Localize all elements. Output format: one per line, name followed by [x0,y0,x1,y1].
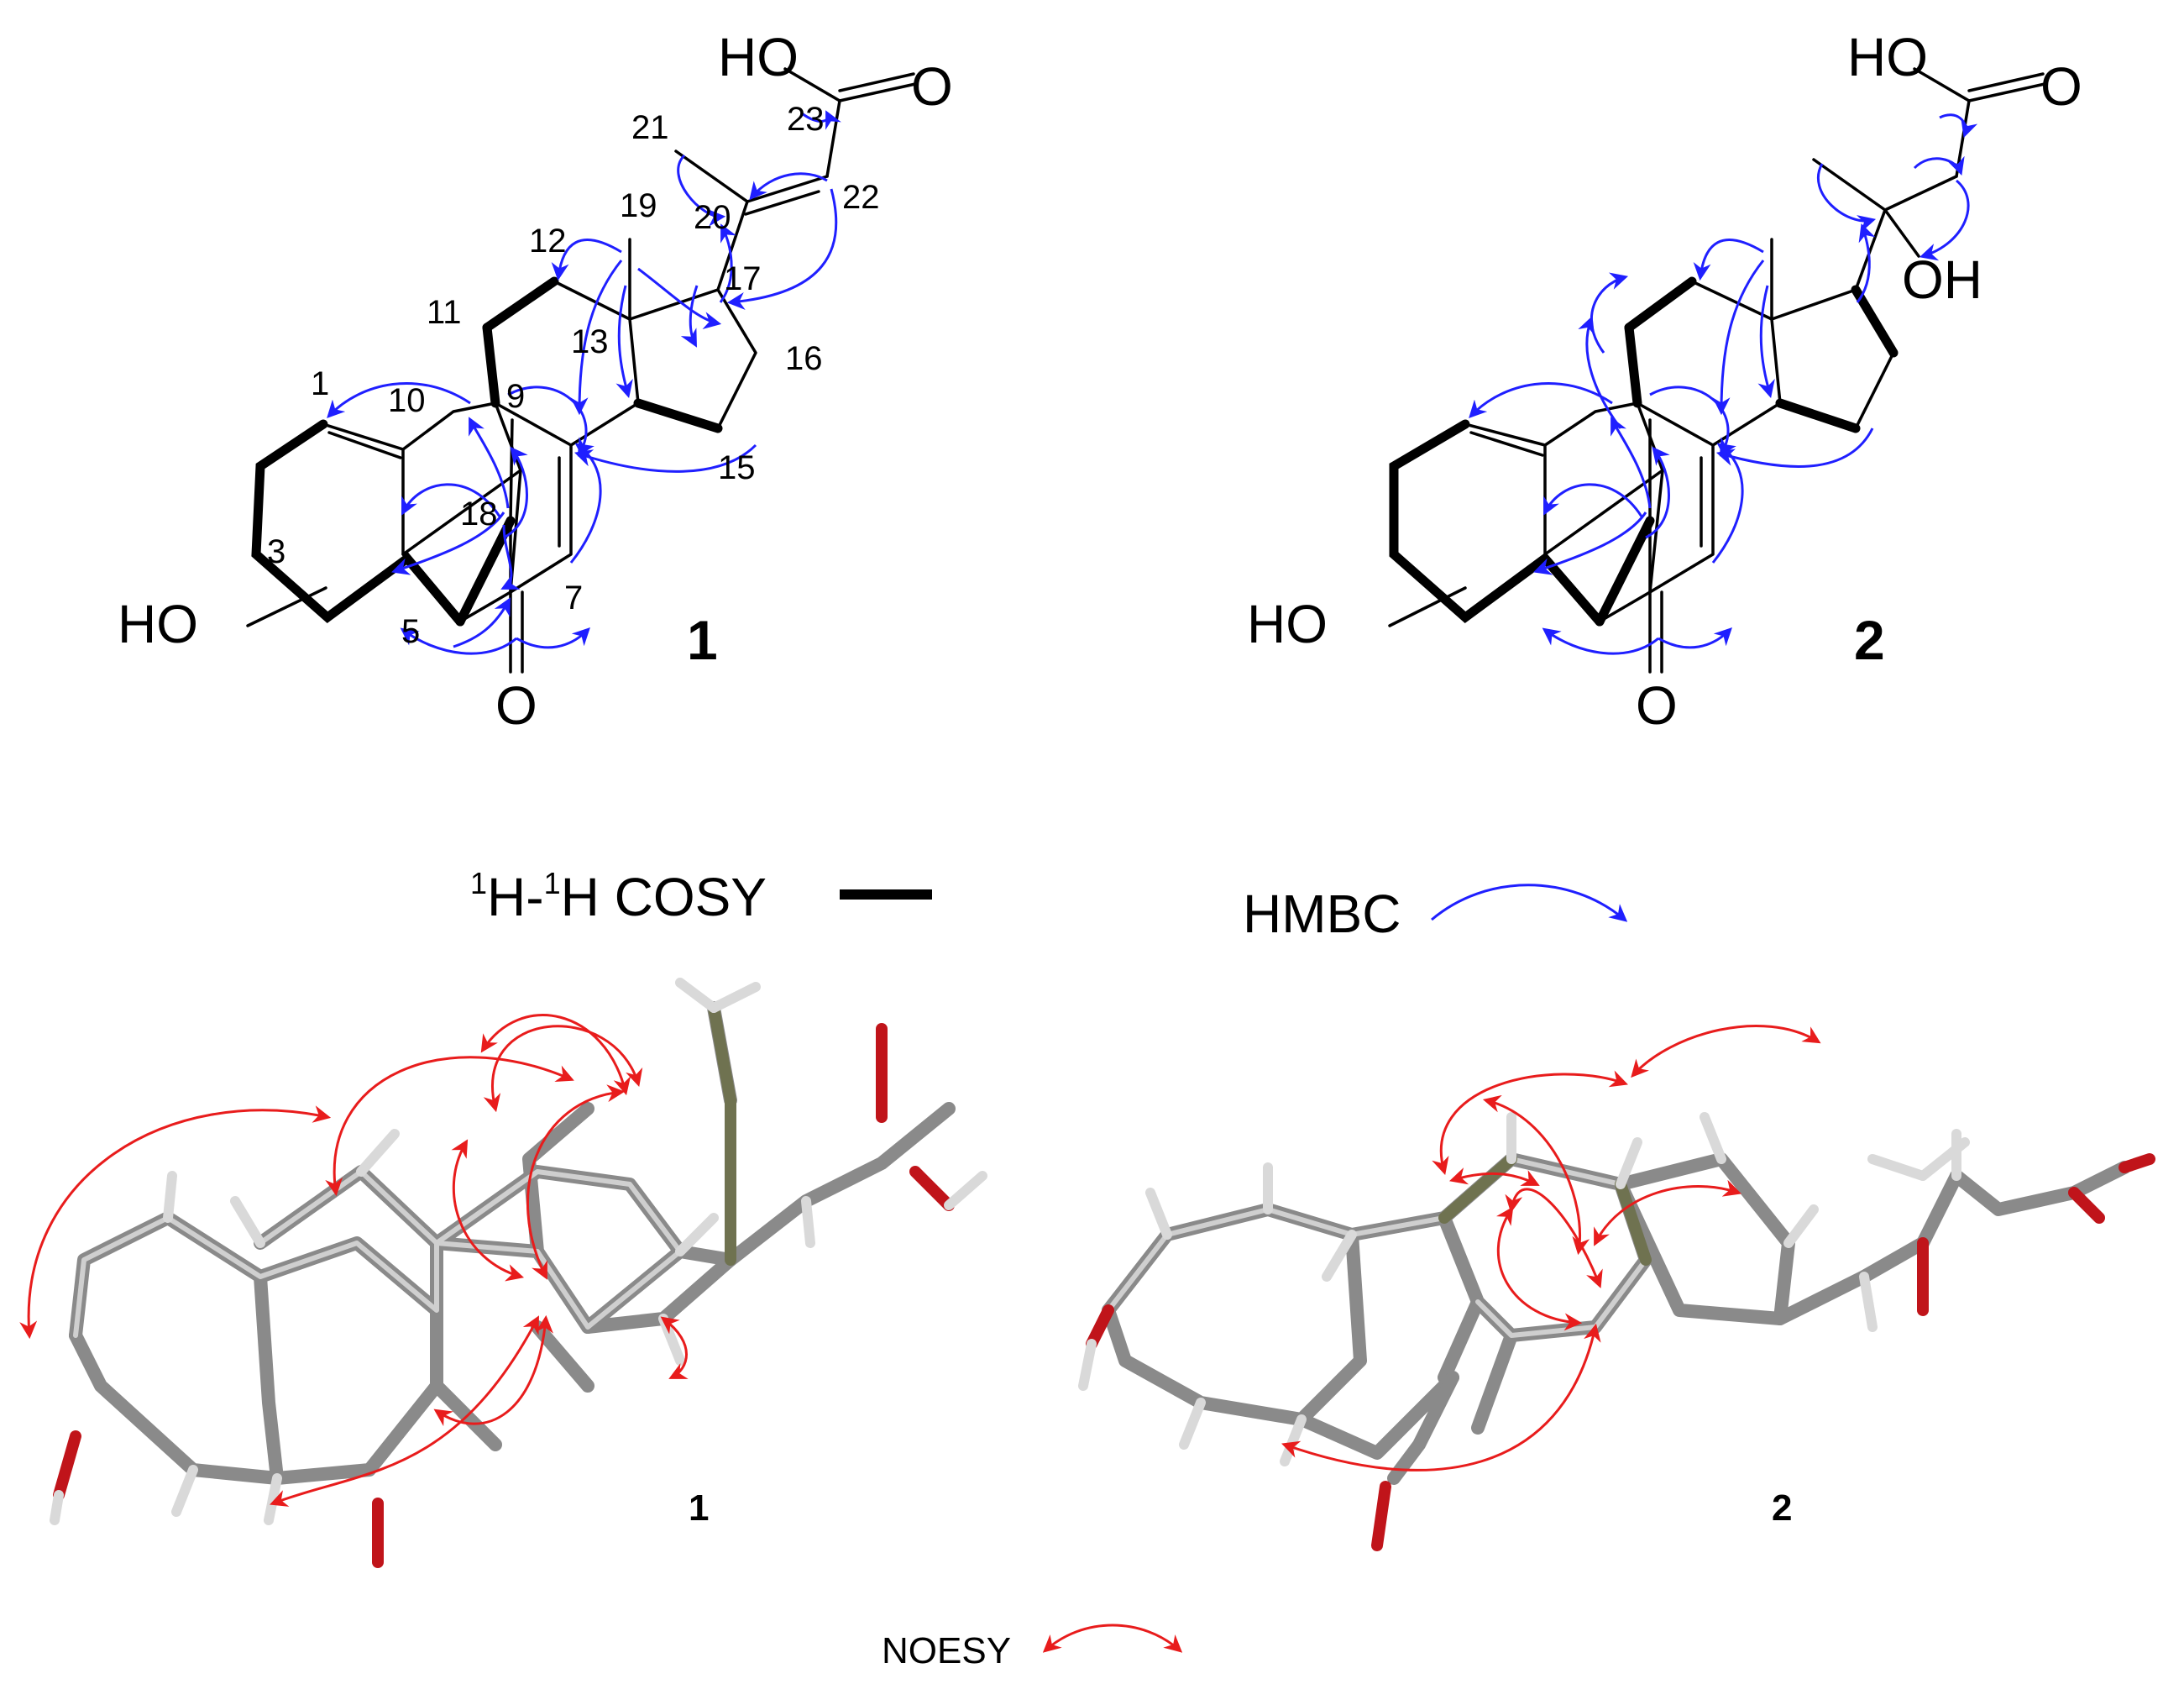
model-1-label: 1 [689,1487,709,1529]
model-2-3d: 2 [1078,1025,2155,1551]
position-21: 21 [631,109,669,146]
position-12: 12 [529,223,567,260]
position-20: 20 [694,199,731,236]
position-23: 23 [787,101,825,138]
compound-2-acid-o: O [2040,56,2082,117]
noesy-legend-arrow [1042,1624,1183,1653]
compound-2-acid-oh: HO [1847,27,1928,87]
compound-1-cosy-bonds [251,276,723,627]
compound-2-labels: HO O OH HO O 2 [1247,27,2082,736]
compound-1-acid-o: O [911,56,953,117]
model-2-label: 2 [1772,1487,1792,1529]
compound-1-hmbc-arrows [327,110,841,655]
cosy-superscript-2: 1 [544,866,561,900]
position-15: 15 [718,449,756,486]
compound-1-structure: HO O HO O 1 1 3 5 7 9 10 11 12 13 15 16 … [118,27,953,736]
position-5: 5 [401,613,420,650]
compound-2-label: 2 [1854,609,1885,671]
position-19: 19 [620,187,657,224]
position-16: 16 [785,340,823,377]
compound-2-ketone-o: O [1636,675,1678,736]
compound-1-label: 1 [687,609,718,671]
legend-noesy: NOESY [882,1624,1183,1671]
compound-1-hydroxyl: HO [118,594,198,654]
position-18: 18 [460,496,498,532]
compound-2-hmbc-arrows [1469,113,1978,655]
compound-1-acid-oh: HO [718,27,799,87]
legend-hmbc: HMBC [1243,884,1628,944]
noesy-label: NOESY [882,1630,1011,1671]
model-2-sticks [1078,1112,2155,1551]
position-10: 10 [388,382,426,419]
cosy-text-post: H COSY [561,867,767,927]
compound-1-labels: HO O HO O 1 1 3 5 7 9 10 11 12 13 15 16 … [118,27,953,736]
position-17: 17 [724,260,762,297]
compound-2-hydroxyl: HO [1247,594,1328,654]
position-11: 11 [427,294,462,331]
cosy-superscript-1: 1 [470,866,487,900]
position-9: 9 [506,378,525,415]
compound-2-structure: HO O OH HO O 2 [1247,27,2082,736]
cosy-text-pre: H- [487,867,544,927]
position-22: 22 [842,179,880,216]
legend: 1H-1H COSY HMBC NOESY [470,866,1628,1671]
position-1: 1 [311,365,329,402]
model-1-noesy-arrows [19,1014,689,1507]
model-1-sticks [50,978,987,1568]
position-7: 7 [564,580,583,616]
compound-2-side-oh: OH [1902,249,1982,310]
compound-2-cosy-bonds [1389,276,1899,627]
hmbc-legend-arrow [1431,884,1628,922]
hmbc-label: HMBC [1243,884,1401,944]
model-2-noesy-arrows [1281,1025,1821,1472]
model-1-3d: 1 [19,978,987,1568]
legend-cosy: 1H-1H COSY [470,866,932,927]
svg-text:1H-1H COSY: 1H-1H COSY [470,866,767,927]
position-13: 13 [571,323,609,360]
position-3: 3 [267,533,285,570]
compound-1-ketone-o: O [495,675,537,736]
